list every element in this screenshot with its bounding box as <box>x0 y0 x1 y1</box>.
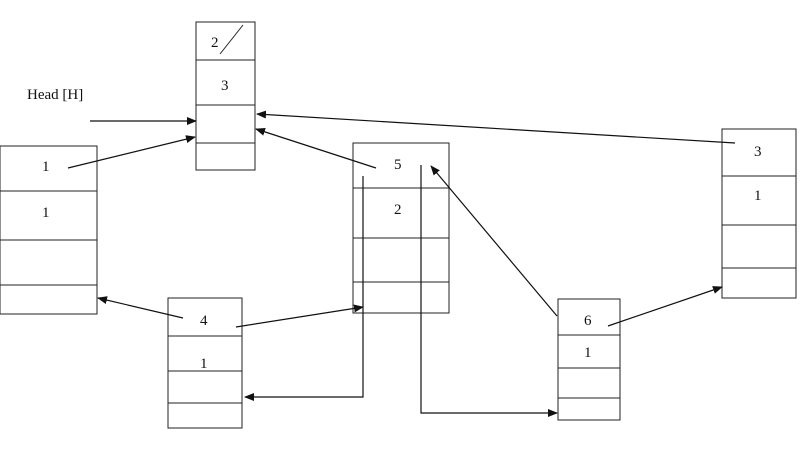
node-left: 1 1 <box>0 145 98 315</box>
node-left-cell-0: 1 <box>42 159 50 175</box>
node-top-cell-0: 2 <box>211 35 219 51</box>
node-left-box <box>0 145 98 315</box>
arrow-bottom-left-to-center <box>235 304 364 328</box>
arrow-left-to-top <box>67 135 196 169</box>
arrow-bottom-left-to-left <box>97 296 184 319</box>
arrow-center-to-bottom-left <box>244 176 364 401</box>
node-center-cell-0: 5 <box>394 157 402 173</box>
node-center-cell-1: 2 <box>394 202 402 218</box>
node-right: 3 1 <box>721 128 797 299</box>
node-right-cell-0: 3 <box>754 144 762 160</box>
arrow-bottom-right-to-center <box>430 165 558 317</box>
node-bottom-right: 6 1 <box>557 298 621 421</box>
node-top-cell-1: 3 <box>221 78 229 94</box>
node-right-box <box>721 128 797 299</box>
arrow-center-to-top <box>255 127 377 169</box>
null-slash <box>219 24 244 55</box>
node-top: 2 3 <box>195 21 256 171</box>
node-bottom-left: 4 1 <box>167 297 243 429</box>
node-bottom-right-cell-0: 6 <box>584 313 592 329</box>
node-center: 5 2 <box>352 142 450 314</box>
arrow-right-to-top <box>256 110 736 144</box>
arrow-bottom-right-to-right <box>607 286 723 327</box>
node-bottom-right-cell-1: 1 <box>584 345 592 361</box>
node-top-box <box>195 21 256 171</box>
arrow-center-to-bottom-right <box>420 165 558 417</box>
node-bottom-left-cell-0: 4 <box>200 313 208 329</box>
node-bottom-right-box <box>557 298 621 421</box>
node-bottom-left-cell-1: 1 <box>200 356 208 372</box>
head-label: Head [H] <box>27 87 83 103</box>
node-left-cell-1: 1 <box>42 205 50 221</box>
node-bottom-left-box <box>167 297 243 429</box>
node-right-cell-1: 1 <box>754 188 762 204</box>
